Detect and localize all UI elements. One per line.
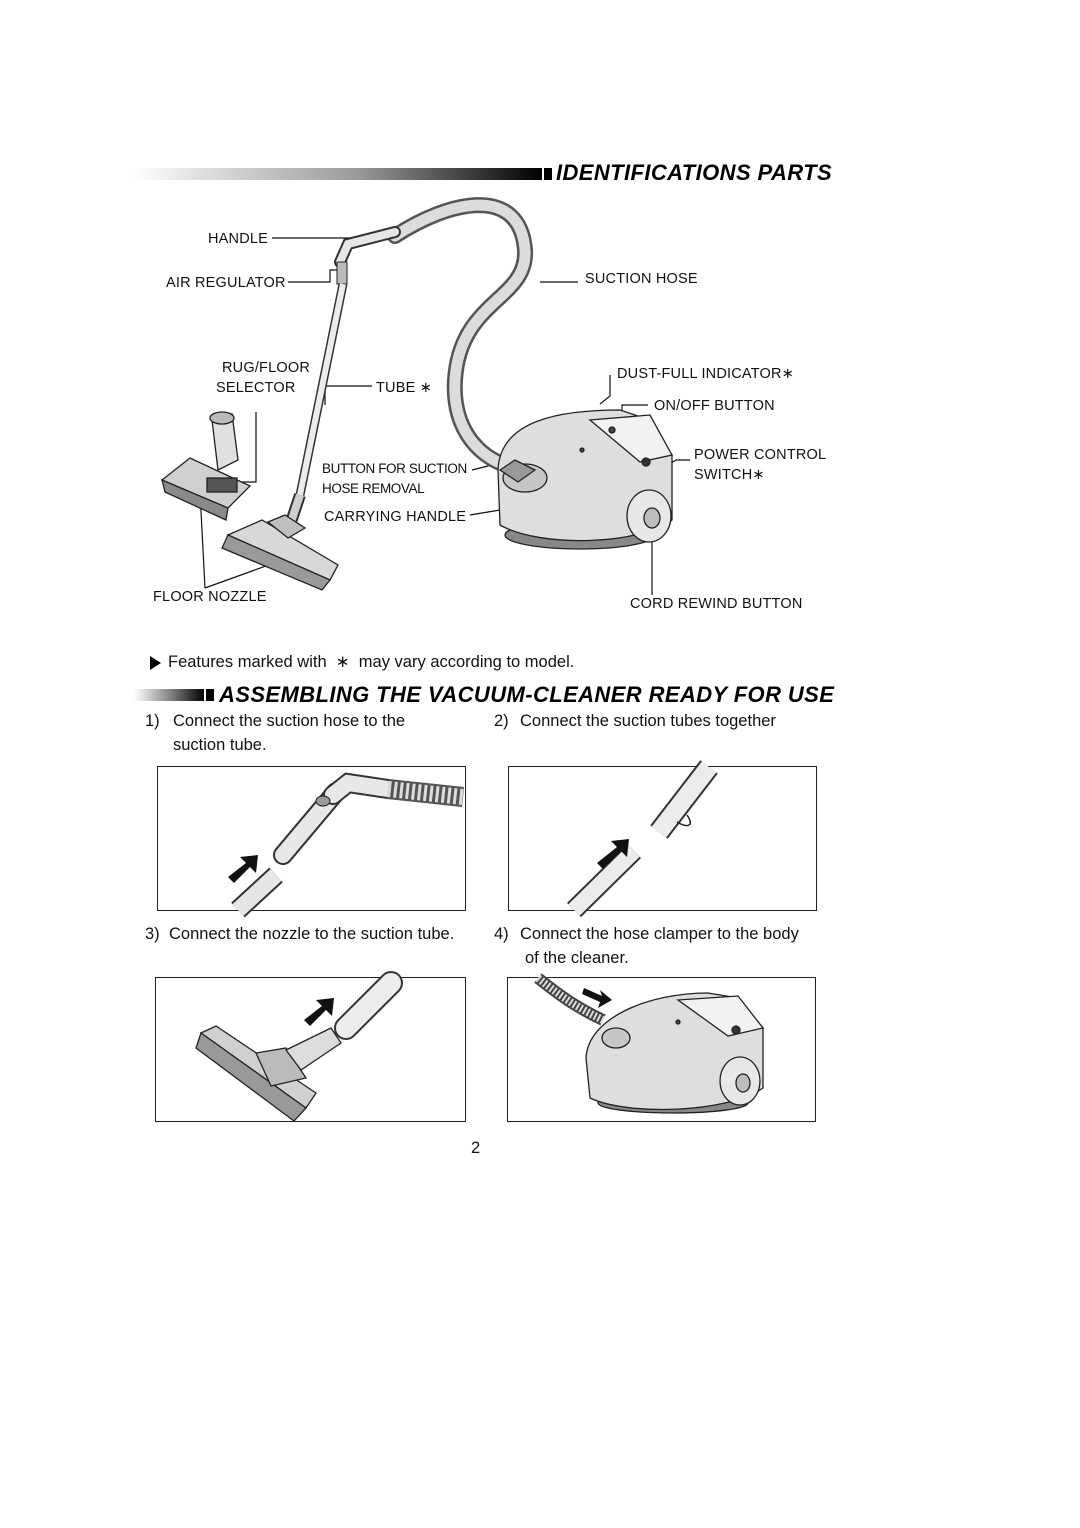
step-4-text: Connect the hose clamper to the body xyxy=(520,925,799,943)
label-selector: SELECTOR xyxy=(216,380,296,396)
label-suction-hose: SUCTION HOSE xyxy=(585,271,698,287)
section-title-assembly: ASSEMBLING THE VACUUM-CLEANER READY FOR … xyxy=(219,682,835,707)
step-3-number: 3) xyxy=(145,925,160,943)
triangle-bullet-icon xyxy=(150,656,161,670)
step-2-illustration xyxy=(508,760,817,918)
step-4-illustration xyxy=(507,973,816,1122)
vacuum-parts-diagram xyxy=(160,197,690,595)
step-2-number: 2) xyxy=(494,712,509,730)
features-note: Features marked with ∗ may vary accordin… xyxy=(168,653,575,671)
tubes-together-drawing xyxy=(566,760,718,918)
nozzle-to-tube-drawing xyxy=(195,971,403,1122)
label-handle: HANDLE xyxy=(208,231,269,247)
step-4-text-cont: of the cleaner. xyxy=(525,949,629,967)
assembly-title-bar xyxy=(134,689,214,701)
step-1-text-cont: suction tube. xyxy=(173,736,267,754)
label-switch: SWITCH∗ xyxy=(694,467,765,483)
step-3-illustration xyxy=(155,971,466,1122)
label-dust-full-indicator: DUST-FULL INDICATOR∗ xyxy=(617,366,795,382)
section-title-identification: IDENTIFICATIONS PARTS xyxy=(556,160,833,185)
label-air-regulator: AIR REGULATOR xyxy=(166,275,286,291)
step-4-number: 4) xyxy=(494,925,509,943)
label-cord-rewind-button: CORD REWIND BUTTON xyxy=(630,596,803,612)
label-button-for-suction: BUTTON FOR SUCTION xyxy=(322,461,467,476)
label-floor-nozzle: FLOOR NOZZLE xyxy=(153,589,267,605)
step-3-text: Connect the nozzle to the suction tube. xyxy=(169,925,455,943)
hose-clamper-drawing xyxy=(534,973,765,1114)
step-2-text: Connect the suction tubes together xyxy=(520,712,776,730)
label-carrying-handle: CARRYING HANDLE xyxy=(324,509,467,525)
label-tube: TUBE ∗ xyxy=(376,380,433,396)
title-gradient-bar xyxy=(132,168,552,180)
label-rug-floor: RUG/FLOOR xyxy=(222,360,310,376)
label-on-off-button: ON/OFF BUTTON xyxy=(654,398,775,414)
label-hose-removal: HOSE REMOVAL xyxy=(322,481,425,496)
step-1-illustration xyxy=(157,766,466,918)
step-1-number: 1) xyxy=(145,712,160,730)
label-power-control: POWER CONTROL xyxy=(694,447,827,463)
step-1-text: Connect the suction hose to the xyxy=(173,712,406,730)
page-number: 2 xyxy=(471,1139,481,1157)
hose-to-tube-drawing xyxy=(228,772,465,918)
